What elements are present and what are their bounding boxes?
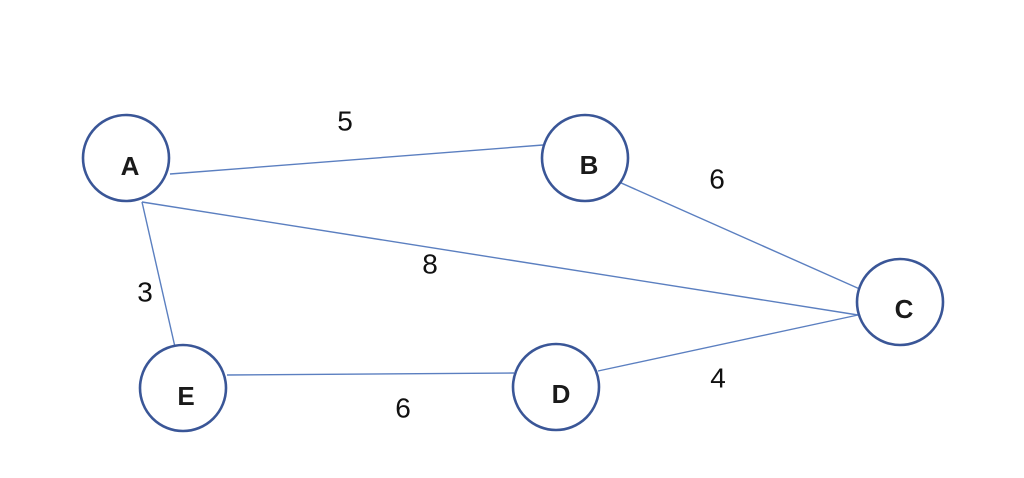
edge-a-c xyxy=(141,201,859,316)
node-c-circle xyxy=(855,257,945,347)
node-d-label: D xyxy=(552,379,571,409)
node-b: B xyxy=(540,113,630,203)
node-b-circle xyxy=(540,113,630,203)
node-c: C xyxy=(855,257,945,347)
node-a: A xyxy=(81,113,171,203)
node-e: E xyxy=(138,343,228,433)
edge-a-b-weight: 5 xyxy=(337,105,353,136)
edge-a-e-weight: 3 xyxy=(137,276,153,307)
node-d-circle xyxy=(511,342,601,432)
node-a-label: A xyxy=(121,151,140,181)
edge-d-c xyxy=(597,314,859,372)
node-b-label: B xyxy=(580,150,599,180)
edge-a-b xyxy=(169,144,544,175)
edge-d-c-weight: 4 xyxy=(710,362,726,393)
node-e-circle xyxy=(138,343,228,433)
node-c-label: C xyxy=(895,294,914,324)
node-e-label: E xyxy=(177,381,194,411)
edge-a-c-weight: 8 xyxy=(422,248,438,279)
node-d: D xyxy=(511,342,601,432)
edge-e-d xyxy=(226,372,515,376)
edge-a-e xyxy=(141,201,176,348)
edge-b-c xyxy=(591,169,863,291)
edge-b-c-weight: 6 xyxy=(709,163,725,194)
node-a-circle xyxy=(81,113,171,203)
edge-e-d-weight: 6 xyxy=(395,392,411,423)
